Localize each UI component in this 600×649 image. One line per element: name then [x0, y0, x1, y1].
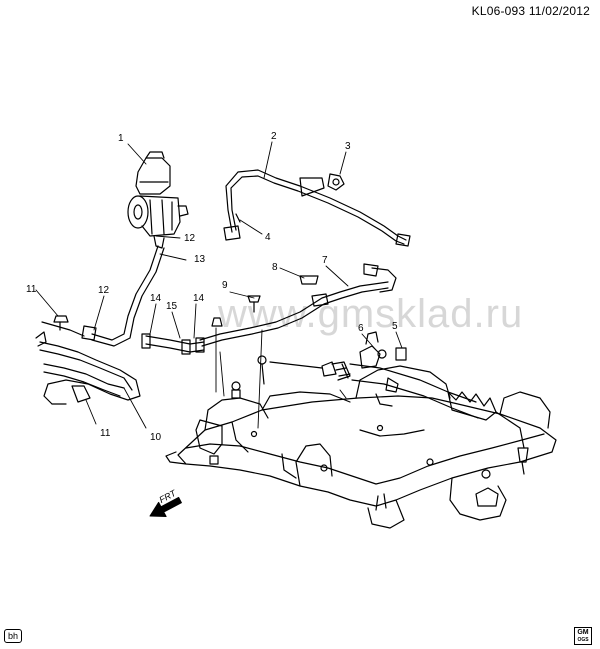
callout-5: 5: [392, 321, 398, 332]
callout-11-top: 11: [26, 284, 37, 295]
callout-labels: 1 2 3 4 5 6 7 8 9 10 11 11 12 12 13 14 1…: [26, 131, 398, 443]
callout-8: 8: [272, 262, 278, 273]
callout-13: 13: [194, 254, 206, 265]
diagram-header: KL06-093 11/02/2012: [472, 4, 590, 18]
power-steering-pump: [127, 151, 189, 249]
callout-10: 10: [150, 432, 162, 443]
callout-15: 15: [166, 301, 178, 312]
callout-4: 4: [265, 232, 271, 243]
gm-logo-bottom: OGS: [577, 637, 589, 643]
callout-12-top: 12: [184, 233, 196, 244]
leader-lines: [35, 141, 403, 429]
callout-9: 9: [222, 280, 228, 291]
callout-12-mid: 12: [98, 285, 110, 296]
callout-7: 7: [322, 255, 328, 266]
gm-logo: GM OGS: [574, 627, 592, 645]
callout-6: 6: [358, 323, 364, 334]
cooler-feed-hose: [81, 245, 165, 347]
return-hose-segments: [141, 333, 205, 355]
steering-gear: [257, 331, 529, 475]
gm-logo-top: GM: [577, 629, 589, 636]
frame-cradle: [165, 365, 557, 529]
fasteners: [53, 173, 491, 479]
diagram-date: 11/02/2012: [528, 4, 590, 18]
return-hose: [199, 263, 397, 347]
cooler-lines: [35, 321, 141, 405]
watermark: www.gmsklad.ru: [218, 292, 524, 336]
callout-2: 2: [271, 131, 277, 142]
callout-3: 3: [345, 141, 351, 152]
callout-1: 1: [118, 133, 124, 144]
callout-11-bottom: 11: [100, 428, 111, 439]
callout-14-left: 14: [150, 293, 162, 304]
diagram-code: KL06-093: [471, 4, 526, 18]
callout-14-right: 14: [193, 293, 205, 304]
front-arrow-icon: FRT: [149, 487, 182, 517]
code-badge: bh: [4, 629, 23, 643]
pressure-hose: [223, 169, 411, 247]
